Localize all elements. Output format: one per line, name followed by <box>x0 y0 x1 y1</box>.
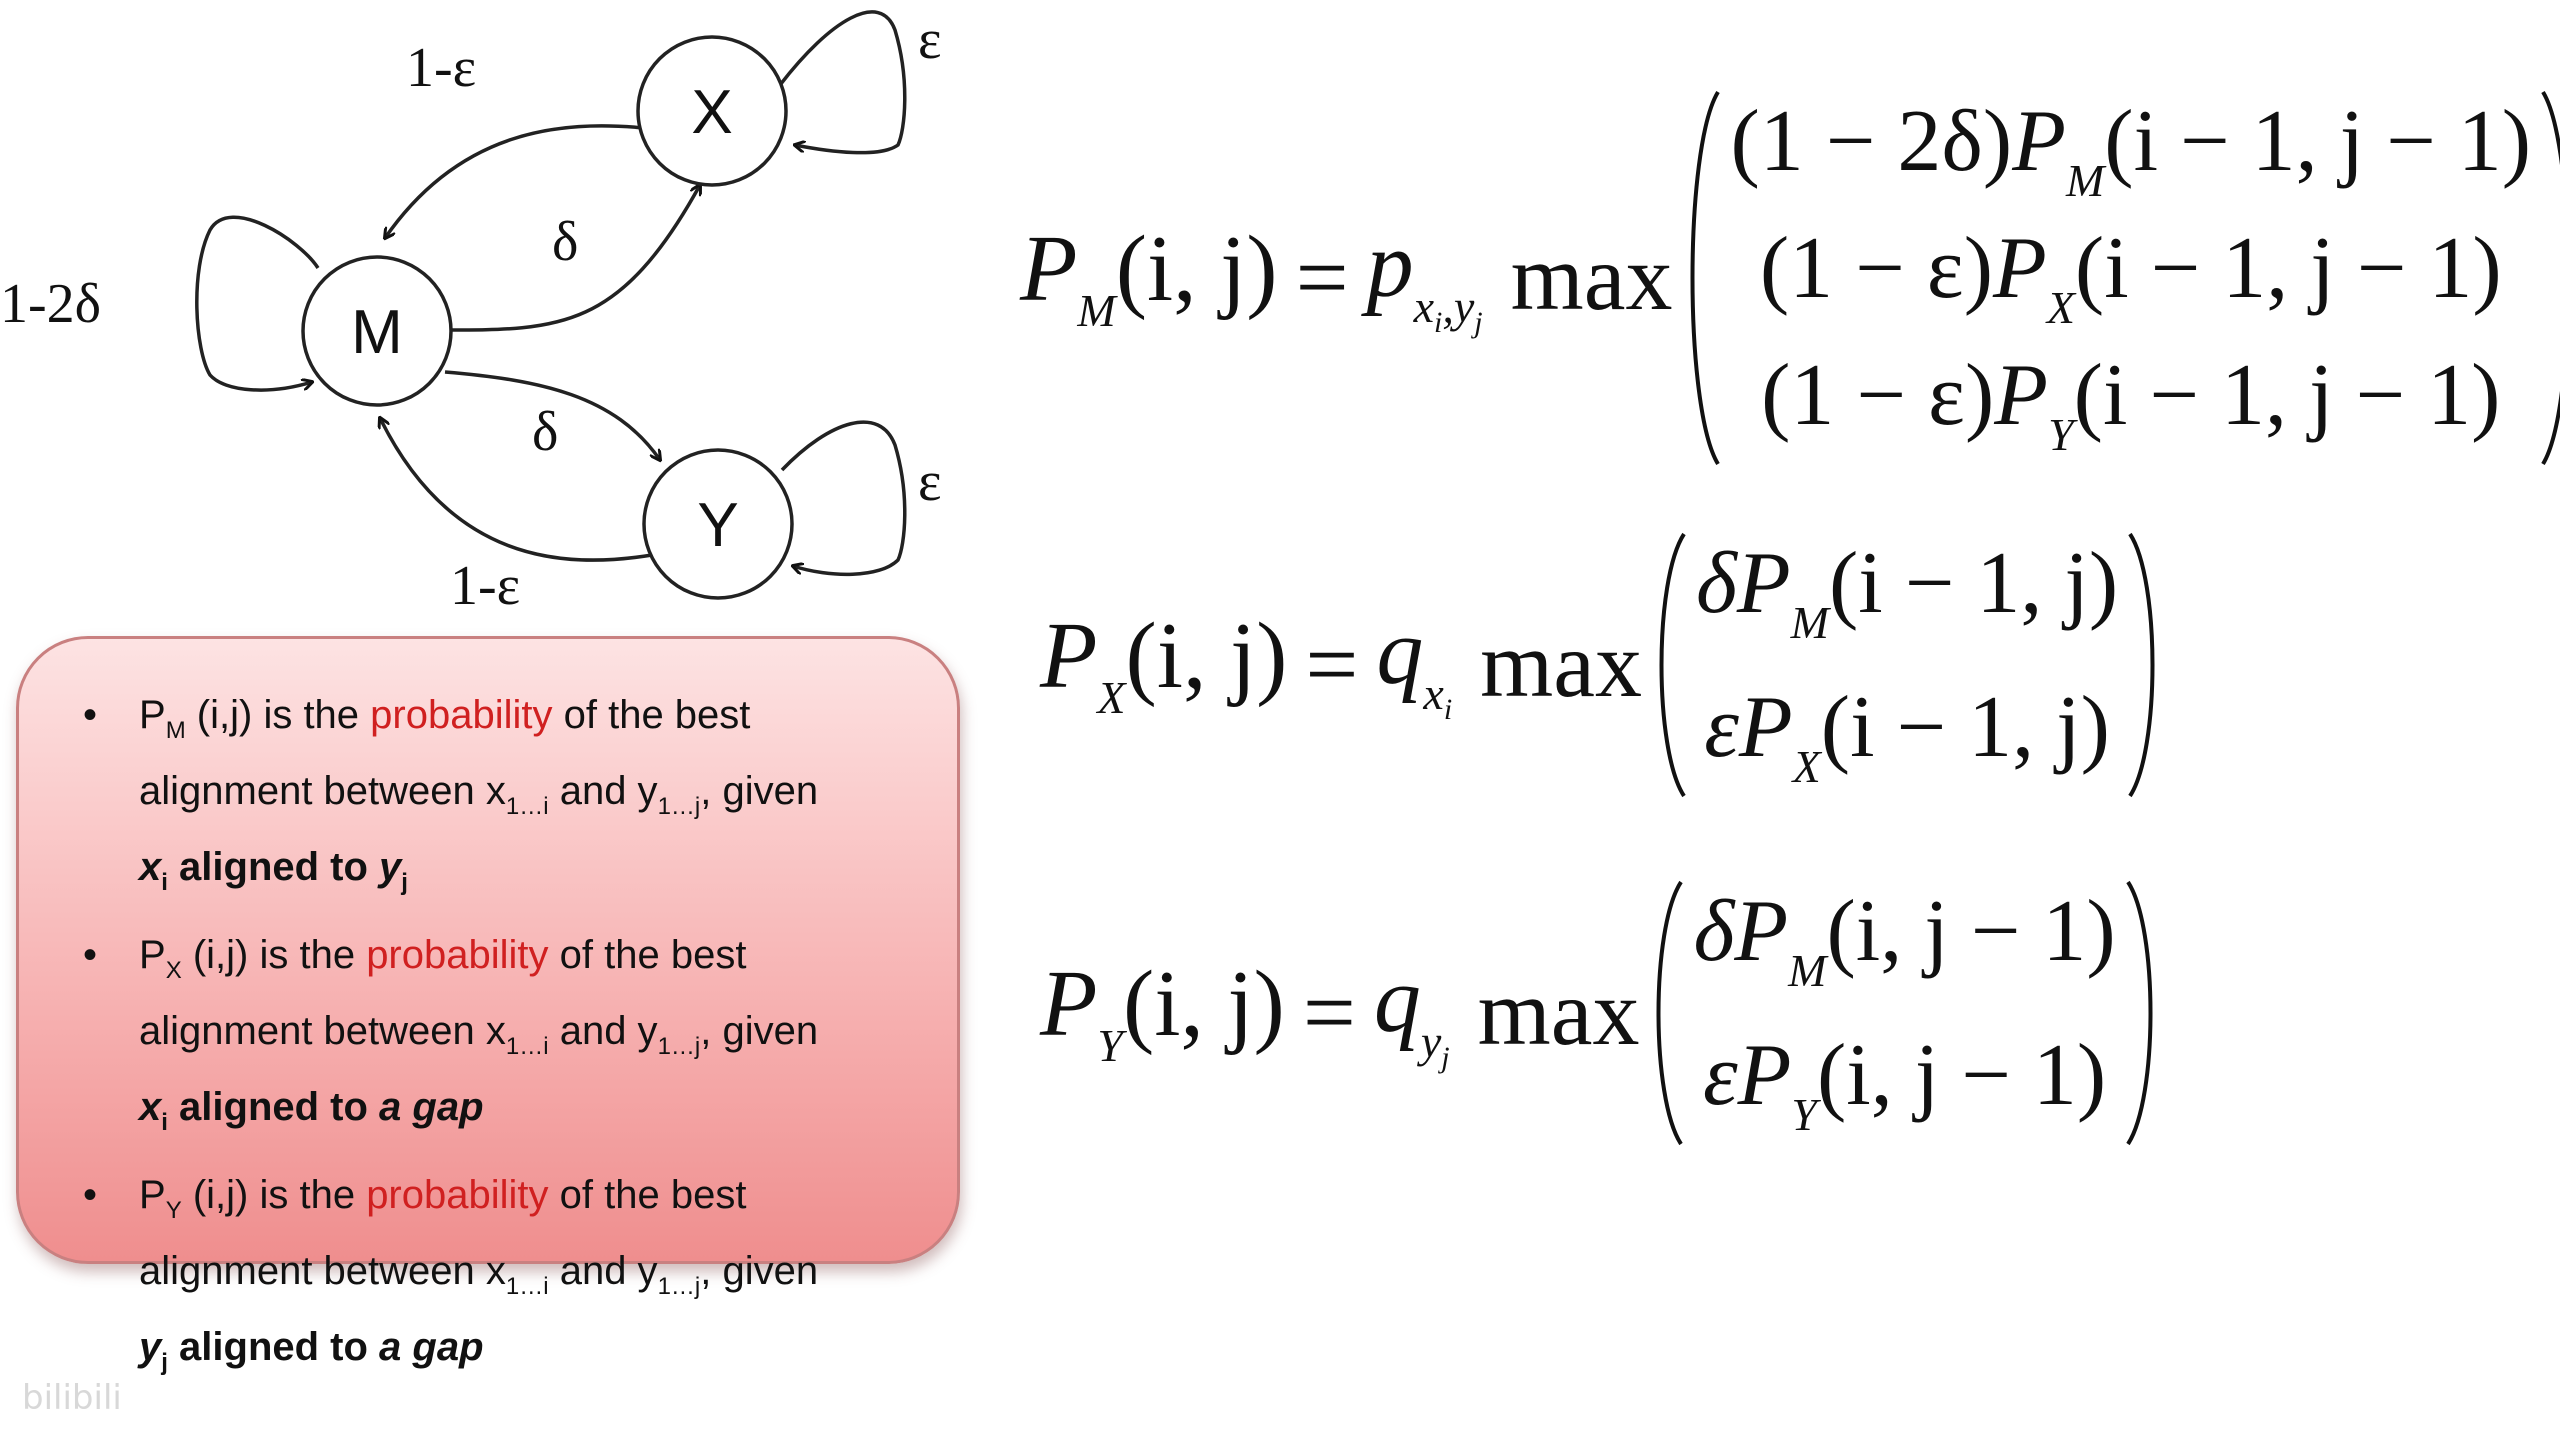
bold-end: y <box>379 845 402 889</box>
highlight-word: probability <box>366 933 549 977</box>
edge-m-to-x <box>444 185 700 332</box>
edge-label-y-self: ε <box>918 451 942 513</box>
equation-factor: pxi,yj <box>1366 213 1483 339</box>
bold-text: aligned to <box>167 845 380 889</box>
matrix-rows: δPM(i, j − 1) εPY(i, j − 1) <box>1685 888 2123 1138</box>
definition-text: of the best alignment between x <box>139 693 751 813</box>
max-operator: max <box>1480 613 1642 717</box>
matrix-row: (1 − ε)PX(i − 1, j − 1) <box>1759 220 2502 333</box>
definition-text: of the best alignment between x <box>139 933 747 1053</box>
definition-text: and y <box>548 1249 658 1293</box>
bold-variable-subscript: i <box>161 869 168 896</box>
symbol-subscript: Y <box>165 1197 182 1224</box>
right-paren <box>2125 880 2153 1146</box>
highlight-word: probability <box>366 1173 549 1217</box>
y-range-subscript: 1…j <box>657 793 701 820</box>
bold-end-subscript: j <box>401 869 408 896</box>
definition-text: , given <box>700 769 819 813</box>
bilibili-watermark: bilibili <box>22 1378 122 1418</box>
left-paren <box>1657 880 1684 1146</box>
bold-variable: x <box>139 845 162 889</box>
state-m-label: M <box>351 298 403 367</box>
edge-x-self <box>778 10 907 155</box>
edge-label-m-to-y: δ <box>532 401 558 463</box>
definition-text: (i,j) is the <box>181 1173 367 1217</box>
state-x-node <box>636 35 788 187</box>
definition-text: of the best alignment between x <box>139 1173 747 1293</box>
edge-label-x-to-m: 1-ε <box>406 37 476 99</box>
bold-end: a gap <box>379 1085 484 1129</box>
max-operator: max <box>1510 226 1673 330</box>
symbol-subscript: M <box>165 717 186 744</box>
state-y-node <box>642 448 794 600</box>
state-x-label: X <box>691 78 732 147</box>
edge-label-m-self: 1-2δ <box>0 273 101 335</box>
symbol: P <box>139 693 166 737</box>
matrix-row: εPY(i, j − 1) <box>1702 1027 2107 1140</box>
bold-end: a gap <box>379 1325 484 1369</box>
bold-variable: x <box>139 1085 162 1129</box>
equation-factor: qyj <box>1373 948 1450 1074</box>
matrix-row: (1 − ε)PY(i − 1, j − 1) <box>1761 347 2501 460</box>
bold-variable: y <box>139 1325 162 1369</box>
definition-text: (i,j) is the <box>185 693 371 737</box>
bold-text: aligned to <box>167 1085 380 1129</box>
edge-m-to-y <box>444 370 660 460</box>
definition-pm: PM (i,j) is the probability of the best … <box>75 685 917 913</box>
x-range-subscript: 1…i <box>505 1273 549 1300</box>
equation-pm: PM(i, j) = pxi,yj max (1 − 2δ)PM(i − 1, … <box>1020 88 2560 468</box>
equation-lhs: PM(i, j) <box>1020 217 1278 336</box>
definition-list: PM (i,j) is the probability of the best … <box>75 685 917 1393</box>
edge-y-self <box>780 420 907 577</box>
state-diagram: M X Y 1-2δ 1-ε δ ε δ ε 1-ε <box>0 9 942 617</box>
x-range-subscript: 1…i <box>505 1033 549 1060</box>
left-paren <box>1690 90 1721 466</box>
definition-text: and y <box>548 769 658 813</box>
definition-px: PX (i,j) is the probability of the best … <box>75 925 917 1153</box>
equals-sign: = <box>1295 226 1349 330</box>
edge-label-x-self: ε <box>918 9 942 71</box>
edge-m-self <box>195 215 320 392</box>
definition-text: (i,j) is the <box>181 933 367 977</box>
definition-py: PY (i,j) is the probability of the best … <box>75 1165 917 1393</box>
right-paren <box>2541 90 2560 466</box>
edge-x-to-m <box>385 124 645 238</box>
bold-text: aligned to <box>167 1325 380 1369</box>
equals-sign: = <box>1302 961 1356 1065</box>
definition-box: PM (i,j) is the probability of the best … <box>16 636 960 1376</box>
equation-factor: qxi <box>1376 600 1453 726</box>
bold-variable-subscript: i <box>161 1109 168 1136</box>
y-range-subscript: 1…j <box>657 1273 701 1300</box>
equation-px: PX(i, j) = qxi max δPM(i − 1, j) εPX(i −… <box>1040 530 2162 800</box>
definition-text: and y <box>548 1009 658 1053</box>
symbol: P <box>139 933 166 977</box>
edge-label-y-to-m: 1-ε <box>450 555 520 617</box>
symbol: P <box>139 1173 166 1217</box>
matrix-rows: δPM(i − 1, j) εPX(i − 1, j) <box>1688 540 2126 790</box>
edge-y-to-m <box>380 418 653 562</box>
left-paren <box>1659 532 1686 798</box>
matrix-row: δPM(i, j − 1) <box>1693 883 2116 996</box>
max-operator: max <box>1477 961 1640 1065</box>
definition-text: , given <box>700 1249 819 1293</box>
right-paren <box>2128 532 2155 798</box>
y-range-subscript: 1…j <box>657 1033 701 1060</box>
edge-label-m-to-x: δ <box>552 211 578 273</box>
state-y-label: Y <box>697 491 738 560</box>
equation-py: PY(i, j) = qyj max δPM(i, j − 1) εPY(i, … <box>1040 878 2160 1148</box>
symbol-subscript: X <box>165 957 182 984</box>
matrix-row: εPX(i − 1, j) <box>1704 679 2110 792</box>
x-range-subscript: 1…i <box>505 793 549 820</box>
equation-lhs: PX(i, j) <box>1040 604 1288 723</box>
state-m-node <box>301 255 453 407</box>
equals-sign: = <box>1305 613 1359 717</box>
matrix-row: δPM(i − 1, j) <box>1696 535 2119 648</box>
definition-text: , given <box>700 1009 819 1053</box>
bold-variable-subscript: j <box>161 1349 168 1376</box>
matrix-rows: (1 − 2δ)PM(i − 1, j − 1) (1 − ε)PX(i − 1… <box>1722 98 2539 458</box>
matrix-row: (1 − 2δ)PM(i − 1, j − 1) <box>1730 93 2532 206</box>
equation-lhs: PY(i, j) <box>1040 952 1285 1071</box>
highlight-word: probability <box>370 693 553 737</box>
